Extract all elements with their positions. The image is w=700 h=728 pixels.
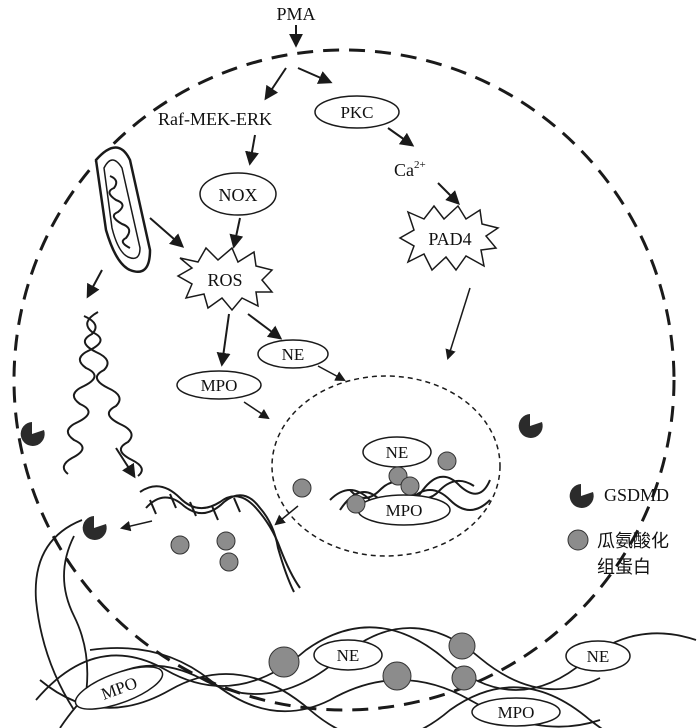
arrow-ros-to-mpo	[216, 313, 231, 367]
cell-membrane	[12, 48, 676, 712]
legend-histone-label-line1: 瓜氨酸化	[597, 531, 669, 552]
histone-released-1	[170, 535, 190, 555]
mpo-extracellular-1	[74, 666, 164, 710]
histone-extracellular-2	[448, 632, 476, 660]
raf-mek-erk-label: Raf-MEK-ERK	[158, 109, 272, 129]
ne-extracellular-2	[565, 640, 631, 672]
histone-released-2	[216, 531, 236, 551]
gsdmd-pore-bottom-left	[82, 516, 107, 540]
released-chromatin	[139, 485, 301, 593]
arrow-to-gsdmd-pore	[119, 520, 153, 532]
legend-gsdmd-label: GSDMD	[604, 485, 669, 505]
histone-extracellular-4	[451, 665, 477, 691]
legend-histone-label-line2: 组蛋白	[597, 557, 651, 578]
gsdmd-pore-right	[518, 414, 543, 438]
histone-nucleus-3	[437, 451, 457, 471]
ne-extracellular-1	[313, 639, 383, 671]
nox-label: NOX	[219, 185, 258, 205]
mpo-extracellular-2	[471, 697, 561, 727]
histone-extracellular-1	[268, 646, 300, 678]
ne-cytoplasm-label: NE	[282, 345, 305, 364]
pad4-node	[398, 204, 500, 272]
ros-node	[176, 246, 274, 312]
mitochondrial-dna	[62, 311, 143, 477]
arrow-ca-to-pad4	[437, 182, 460, 205]
ca-superscript: 2+	[414, 159, 426, 171]
ca-text: Ca	[394, 160, 414, 180]
arrow-raf-to-nox	[245, 134, 259, 166]
legend-gsdmd-icon	[569, 484, 594, 508]
pma-label: PMA	[276, 4, 315, 24]
pad4-label: PAD4	[428, 229, 471, 249]
arrow-mito-to-ros	[149, 217, 185, 248]
arrow-to-raf	[264, 67, 287, 101]
arrow-pad4-to-nucleus	[445, 287, 471, 361]
ne-cytoplasm-node	[257, 339, 329, 369]
arrow-ne-to-nucleus	[317, 365, 346, 381]
mpo-cytoplasm-label: MPO	[201, 376, 238, 395]
ca-label: Ca2+	[394, 159, 426, 180]
ne-extracellular-1-label: NE	[337, 646, 360, 665]
mpo-nucleus-label: MPO	[386, 501, 423, 520]
histone-nucleus-1	[292, 478, 312, 498]
mpo-cytoplasm-node	[176, 370, 262, 400]
arrow-mito-to-dna	[86, 269, 103, 299]
arrow-nox-to-ros	[229, 217, 244, 249]
arrow-nucleus-to-net	[274, 505, 299, 526]
ne-extracellular-2-label: NE	[587, 647, 610, 666]
arrow-pkc-to-ca	[387, 127, 415, 147]
arrow-to-pkc	[297, 67, 333, 84]
arrow-mpo-to-nucleus	[243, 401, 270, 420]
pkc-label: PKC	[340, 103, 373, 122]
arrow-mtdna-to-net	[115, 447, 136, 479]
nox-node	[199, 172, 277, 216]
legend-histone-icon	[567, 529, 589, 551]
legend: GSDMD 瓜氨酸化 组蛋白	[567, 484, 669, 578]
histone-nucleus-4	[346, 494, 366, 514]
mitochondrion-icon	[94, 146, 152, 273]
gsdmd-pore-left	[20, 422, 45, 446]
nucleus-membrane	[271, 375, 501, 557]
mpo-extracellular-2-label: MPO	[498, 703, 535, 722]
histone-nucleus-5	[400, 476, 420, 496]
arrow-ros-to-ne	[247, 313, 283, 340]
histone-released-3	[219, 552, 239, 572]
histone-extracellular-3	[382, 661, 412, 691]
ne-nucleus-label: NE	[386, 443, 409, 462]
pkc-node	[314, 95, 400, 129]
ros-label: ROS	[207, 270, 242, 290]
